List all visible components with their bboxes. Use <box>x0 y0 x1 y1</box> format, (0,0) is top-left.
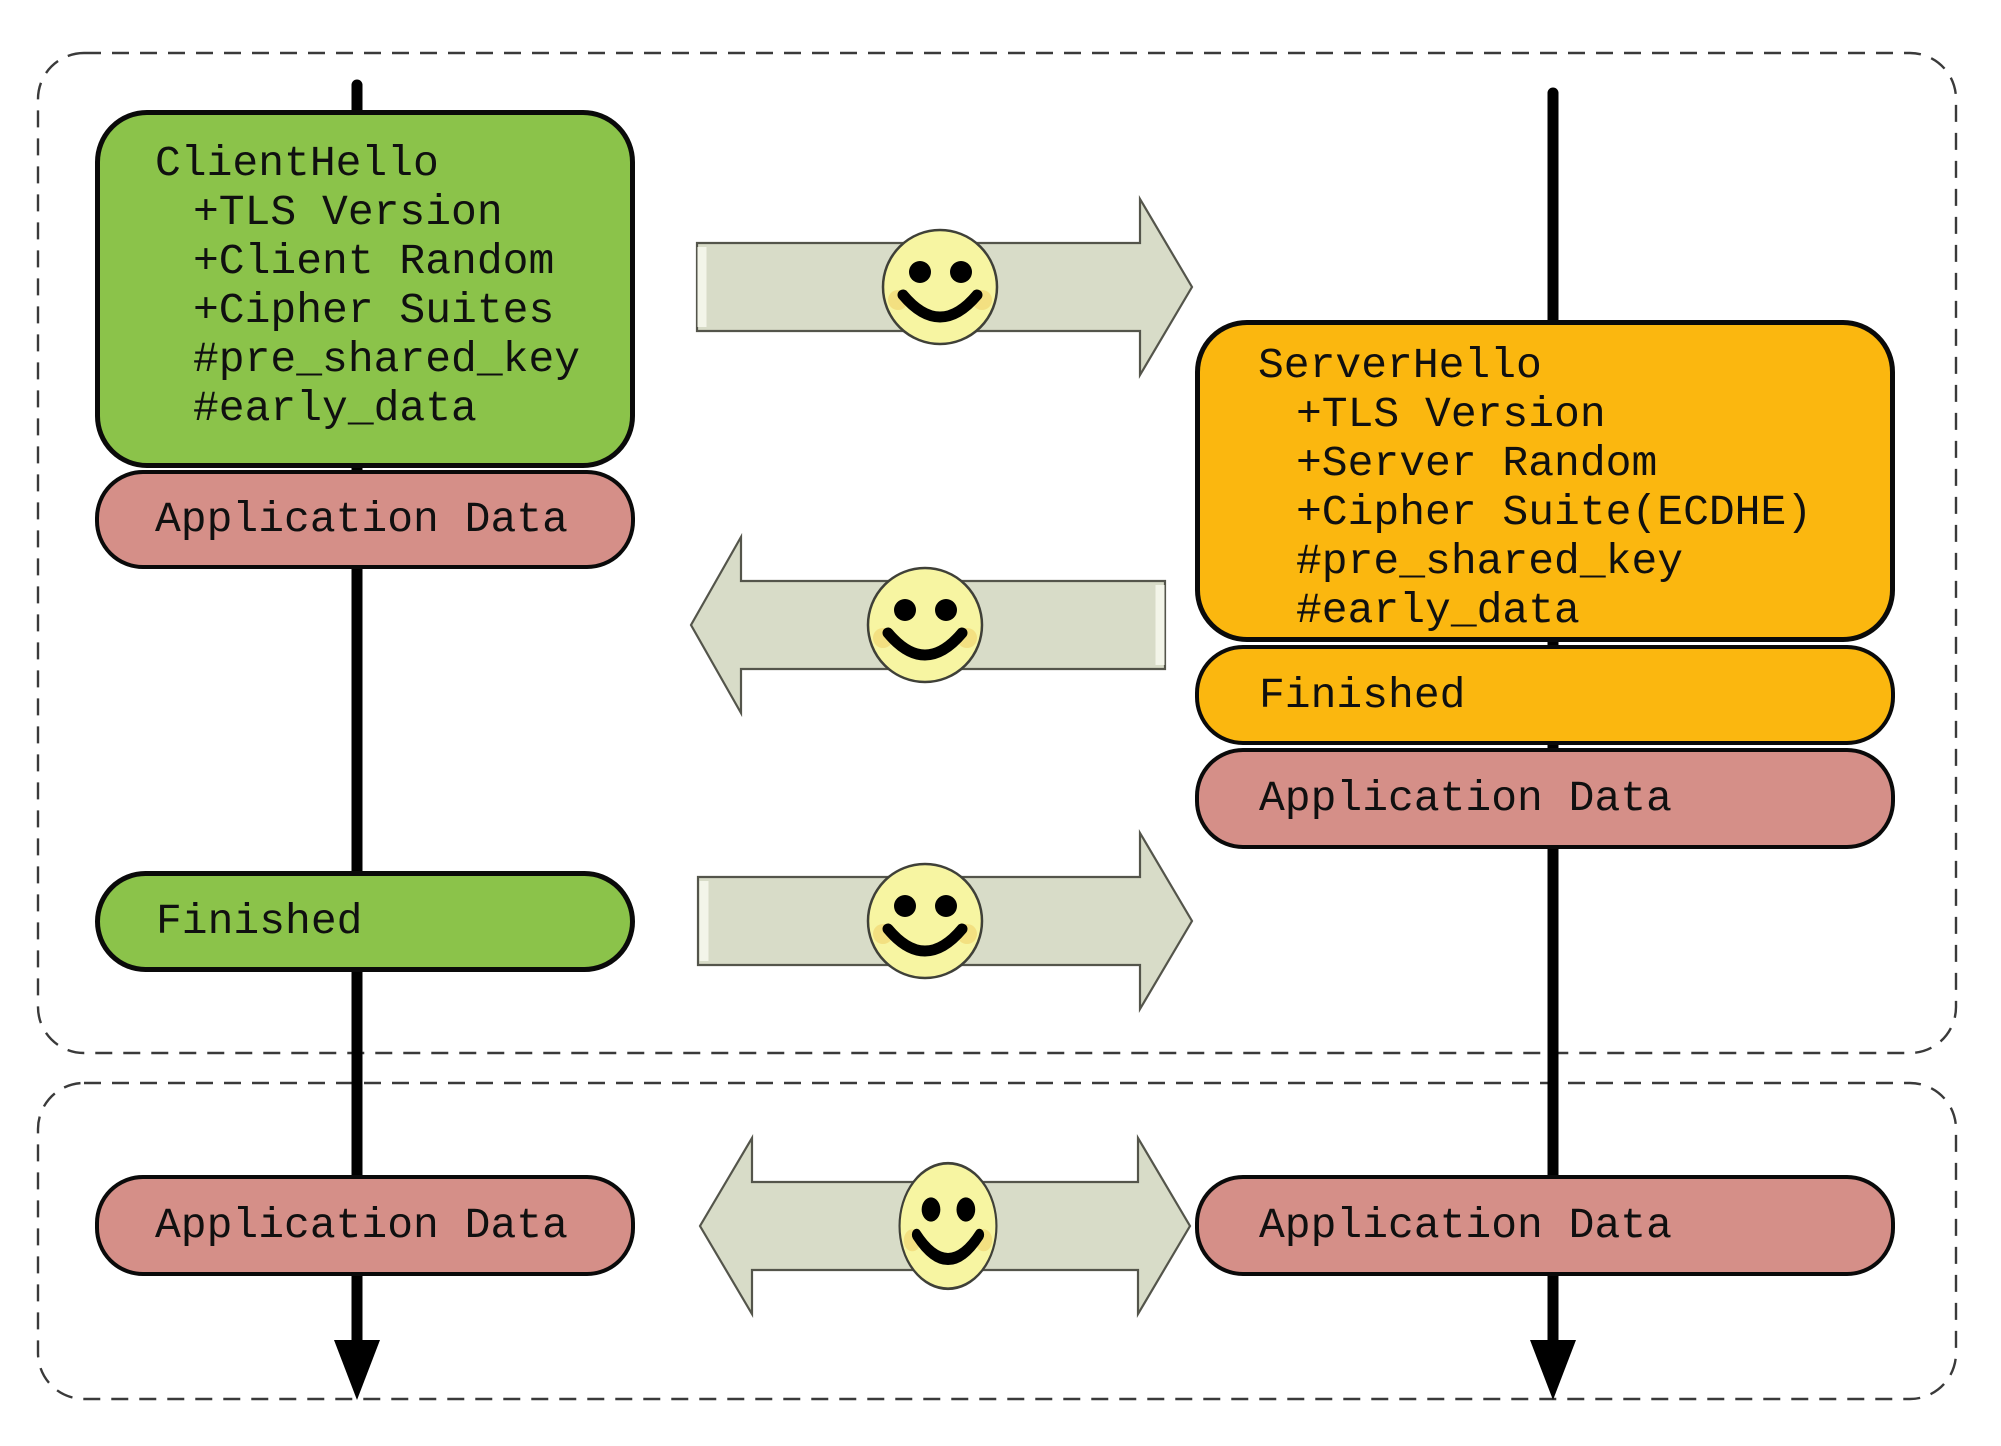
serverhello-item: +Server Random <box>1296 439 1658 488</box>
smiley-face-icon <box>868 568 982 682</box>
application-data-label: Application Data <box>155 1201 568 1250</box>
message-arrow-client-to-server-1 <box>695 194 1194 380</box>
client-finished-box: Finished <box>95 871 635 972</box>
smiley-face-icon <box>900 1163 997 1288</box>
client-lifeline-arrowhead-icon <box>334 1340 380 1400</box>
finished-label: Finished <box>156 897 363 946</box>
application-data-label: Application Data <box>155 495 568 544</box>
clienthello-item: +Client Random <box>193 237 555 286</box>
server-finished-box: Finished <box>1195 645 1895 745</box>
server-post-application-data-box: Application Data <box>1195 1175 1895 1276</box>
server-application-data-box: Application Data <box>1195 748 1895 849</box>
clienthello-item: +TLS Version <box>193 188 503 237</box>
finished-label: Finished <box>1259 670 1466 720</box>
application-data-label: Application Data <box>1259 774 1672 823</box>
clienthello-item: #early_data <box>193 384 477 433</box>
message-arrow-bidirectional <box>698 1133 1192 1319</box>
serverhello-box: ServerHello +TLS Version +Server Random … <box>1195 320 1895 642</box>
application-data-label: Application Data <box>1259 1201 1672 1250</box>
handshake-section-border <box>36 51 1958 1055</box>
message-arrow-client-to-server-2 <box>696 828 1194 1014</box>
server-lifeline-arrowhead-icon <box>1530 1340 1576 1400</box>
clienthello-title: ClientHello <box>155 139 439 188</box>
smiley-face-icon <box>868 864 982 978</box>
smiley-face-icon <box>883 230 997 344</box>
serverhello-item: #pre_shared_key <box>1296 537 1684 586</box>
serverhello-item: +TLS Version <box>1296 390 1606 439</box>
clienthello-box: ClientHello +TLS Version +Client Random … <box>95 110 635 468</box>
clienthello-item: #pre_shared_key <box>193 335 581 384</box>
post-handshake-section-border <box>36 1081 1958 1401</box>
client-post-application-data-box: Application Data <box>95 1175 635 1276</box>
serverhello-title: ServerHello <box>1258 341 1542 390</box>
client-early-application-data-box: Application Data <box>95 470 635 569</box>
clienthello-item: +Cipher Suites <box>193 286 555 335</box>
message-arrow-server-to-client <box>689 532 1167 718</box>
serverhello-item: #early_data <box>1296 586 1580 635</box>
serverhello-item: +Cipher Suite(ECDHE) <box>1296 488 1813 537</box>
